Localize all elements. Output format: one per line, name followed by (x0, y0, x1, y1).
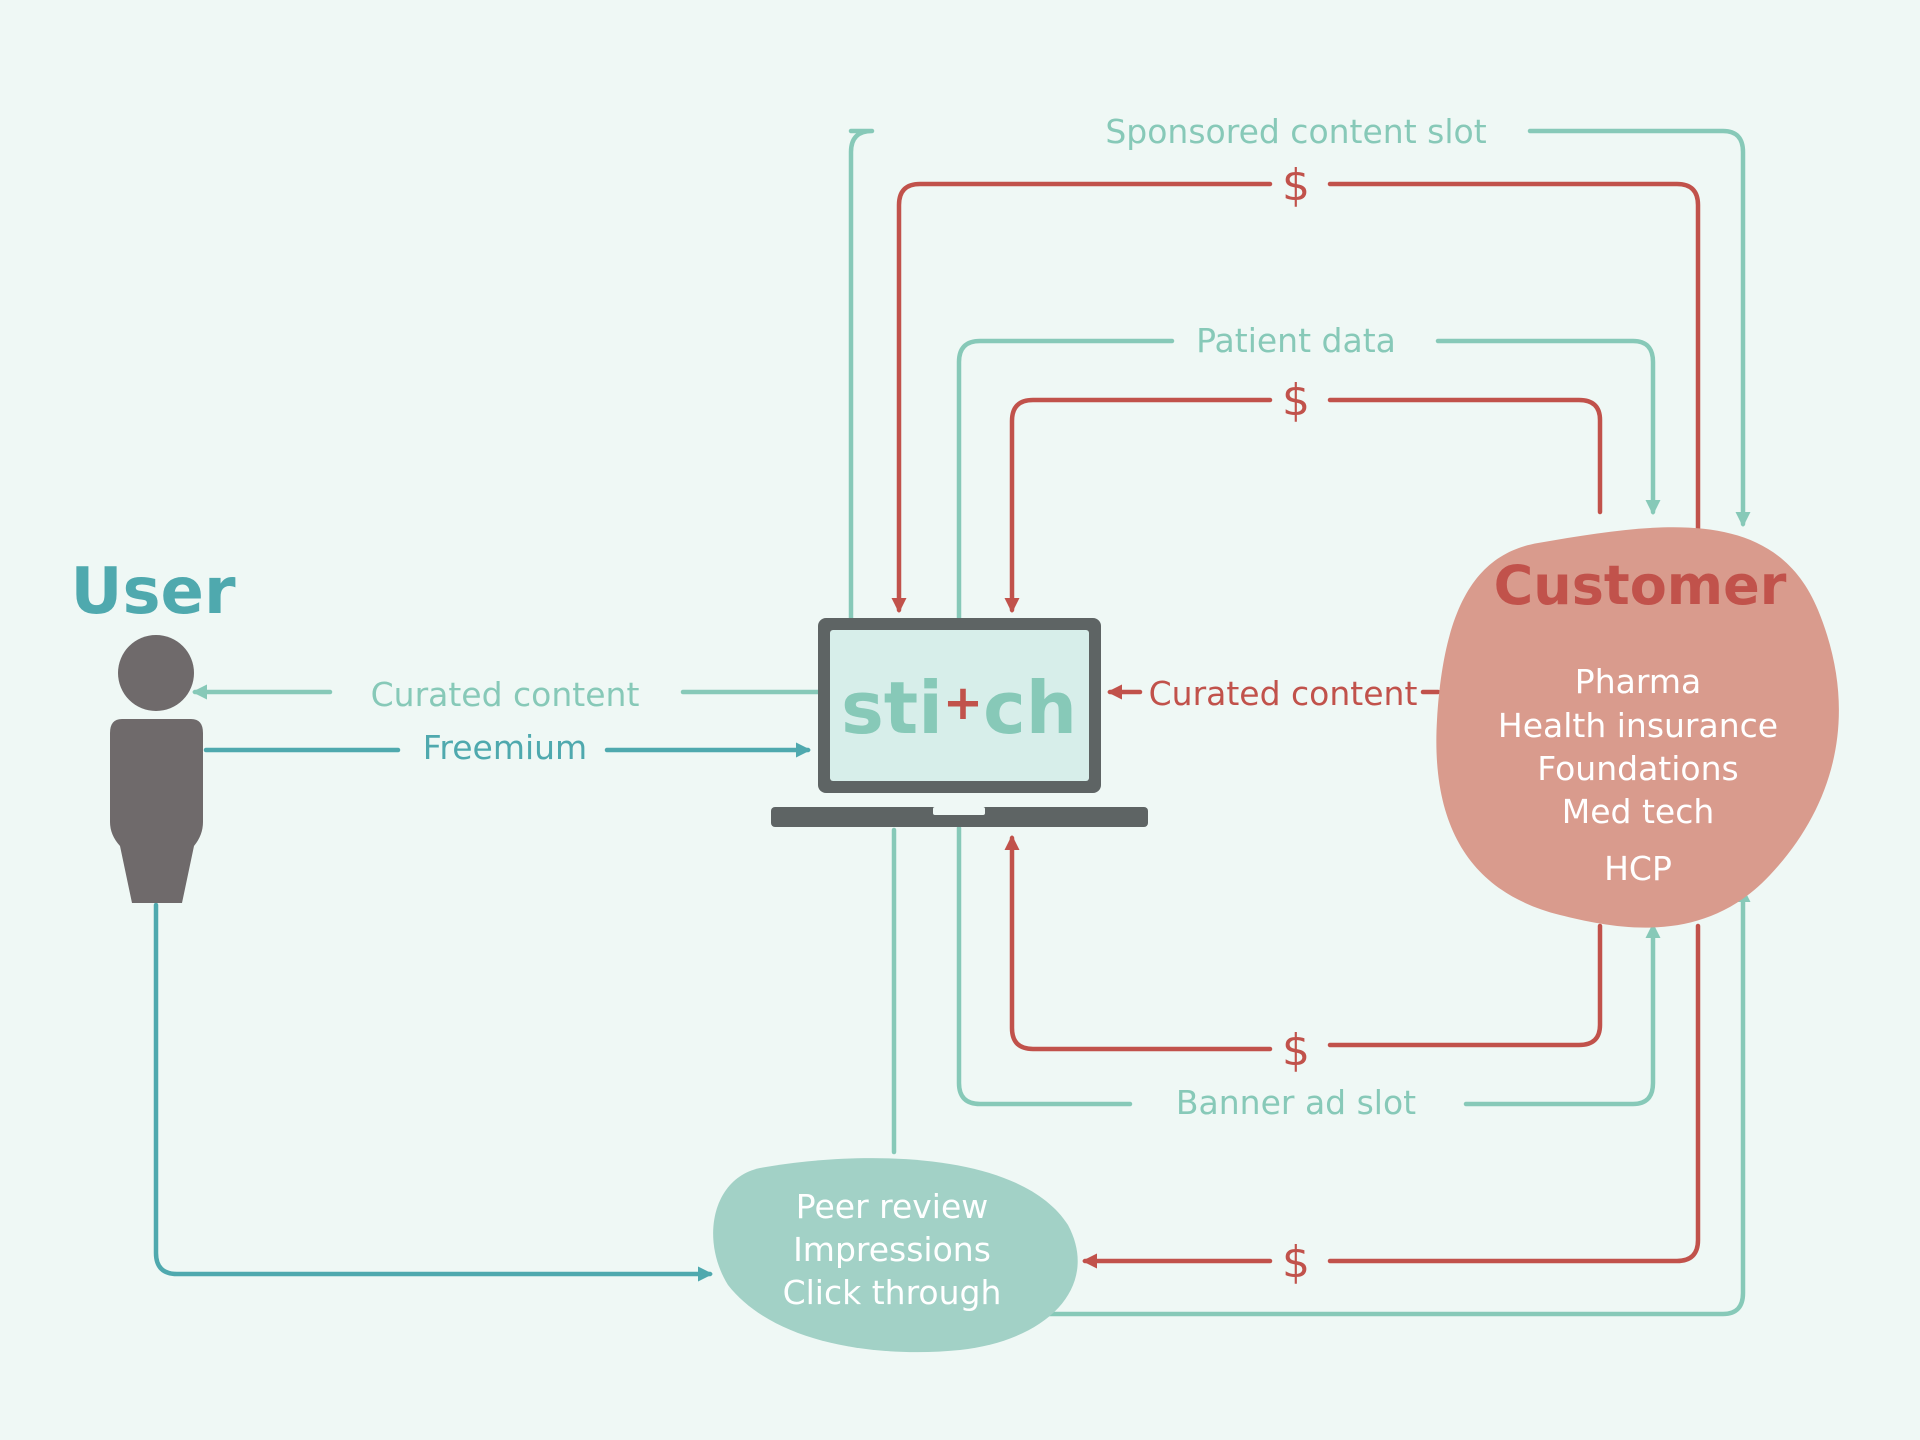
flow-sponsored-content-line (848, 128, 875, 621)
dollar-patient: $ (1282, 375, 1310, 426)
label-patient-data: Patient data (1196, 321, 1396, 360)
money-flow-banner-right (1327, 923, 1603, 1048)
customer-item-pharma: Pharma (1575, 662, 1701, 701)
dollar-sponsored: $ (1282, 160, 1310, 211)
money-flow-sponsored-left (891, 181, 1273, 614)
label-sponsored-content-slot: Sponsored content slot (1105, 112, 1486, 151)
flow-patient-data-line (956, 338, 1175, 621)
flow-peer-to-customer-line (1017, 886, 1751, 1317)
label-curated-content-customer: Curated content (1149, 674, 1418, 713)
money-flow-sponsored-right (1327, 181, 1701, 541)
customer-item-med-tech: Med tech (1562, 792, 1715, 831)
customer-item-hcp: HCP (1604, 849, 1672, 888)
money-flow-banner-left (1004, 834, 1273, 1052)
dollar-banner: $ (1282, 1025, 1310, 1076)
peer-review-blob (713, 1158, 1078, 1353)
dollar-peer: $ (1282, 1237, 1310, 1288)
peer-line-impressions: Impressions (793, 1230, 991, 1269)
flow-patient-data-line-right (1435, 338, 1661, 516)
customer-title: Customer (1494, 554, 1787, 617)
customer-item-health-insurance: Health insurance (1498, 706, 1778, 745)
stitch-logo: sti+ch (841, 666, 1077, 750)
flow-sponsored-content-line-right (1527, 128, 1751, 528)
peer-line-click-through: Click through (783, 1273, 1002, 1312)
money-flow-peer-right (1327, 923, 1701, 1264)
customer-item-foundations: Foundations (1537, 749, 1738, 788)
customer-blob (1436, 527, 1839, 928)
laptop-icon (771, 618, 1148, 827)
flow-banner-ad-line-right (1463, 922, 1661, 1107)
user-person-icon (110, 635, 203, 903)
flow-user-to-peer-line (153, 902, 714, 1282)
money-flow-patient-right (1327, 397, 1603, 515)
flow-banner-ad-line (956, 825, 1133, 1107)
label-banner-ad-slot: Banner ad slot (1176, 1083, 1416, 1122)
peer-line-review: Peer review (796, 1187, 989, 1226)
label-curated-content-user: Curated content (371, 675, 640, 714)
user-title: User (70, 555, 235, 629)
label-freemium: Freemium (423, 728, 587, 767)
money-flow-patient-left (1004, 397, 1273, 614)
